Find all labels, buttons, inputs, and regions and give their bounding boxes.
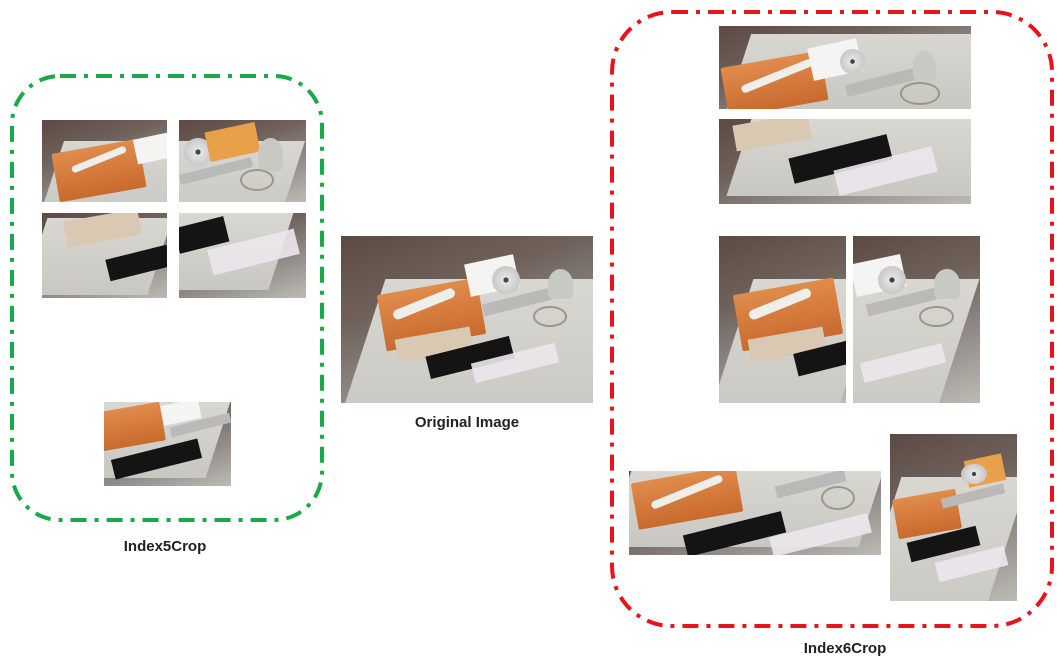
index6-crop-bottom-tall (890, 434, 1017, 601)
index5-crop-bottom-left (42, 213, 167, 298)
index5-crop-top-left (42, 120, 167, 202)
index5-crop-bottom-right (179, 213, 306, 298)
index5-label: Index5Crop (123, 538, 207, 555)
index6-crop-top-strip (719, 26, 971, 109)
index6-crop-middle-strip (719, 119, 971, 204)
index6-crop-bottom-wide (629, 471, 881, 555)
original-image (341, 236, 593, 403)
index5-crop-top-right (179, 120, 306, 202)
original-image-label: Original Image (414, 414, 520, 431)
index6-group-frame (610, 10, 1054, 628)
index6-crop-right-half (853, 236, 980, 403)
index5-crop-center (104, 402, 231, 486)
index6-crop-left-half (719, 236, 846, 403)
index6-label: Index6Crop (803, 640, 887, 657)
index5-group-frame (10, 74, 324, 522)
